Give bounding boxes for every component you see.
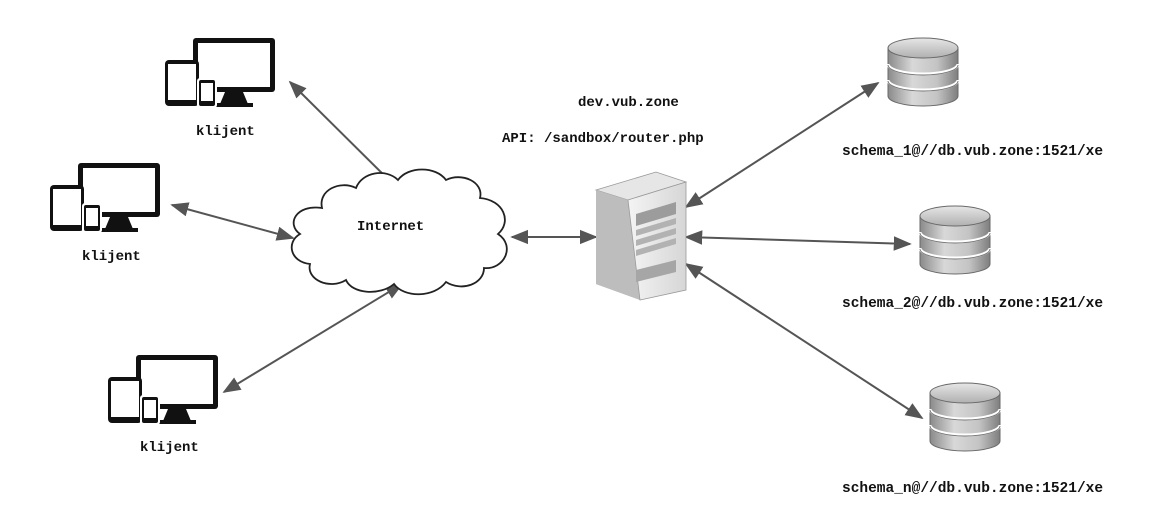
server-tower-icon [594, 171, 688, 301]
arrow-server-db1 [684, 82, 880, 208]
database-icon [928, 381, 1002, 453]
database-label: schema_1@//db.vub.zone:1521/xe [842, 144, 1104, 160]
client-label: klijent [140, 440, 199, 456]
arrow-server-db2 [684, 230, 912, 251]
client-label: klijent [196, 124, 255, 140]
internet-label: Internet [357, 219, 425, 235]
database-label: schema_2@//db.vub.zone:1521/xe [842, 296, 1104, 312]
connection-arrows [170, 80, 924, 419]
database-icon [886, 36, 960, 108]
client-devices-icon [50, 163, 160, 233]
arrow-client3-internet [222, 283, 404, 393]
server-api-label: API: /sandbox/router.php [502, 131, 704, 147]
client-devices-icon [165, 38, 275, 108]
client-devices-icon [108, 355, 218, 425]
cloud-icon [290, 168, 508, 296]
server-host-label: dev.vub.zone [578, 95, 679, 111]
database-icon [918, 204, 992, 276]
arrow-client2-internet [170, 202, 295, 241]
database-label: schema_n@//db.vub.zone:1521/xe [842, 481, 1104, 497]
client-label: klijent [82, 249, 141, 265]
arrow-server-db3 [684, 263, 924, 419]
